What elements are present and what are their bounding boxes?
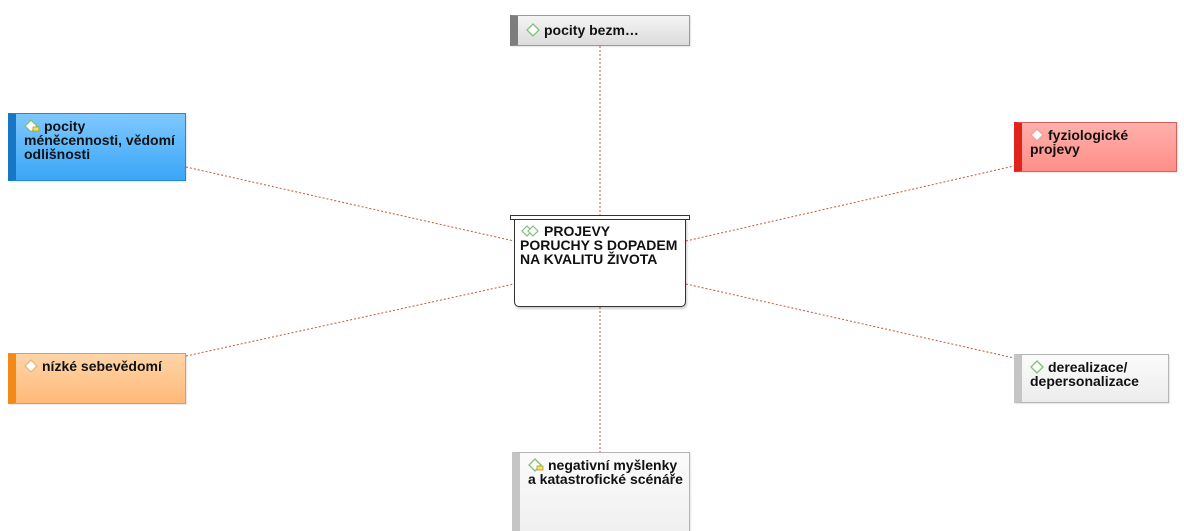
node-negativni-myslenky[interactable]: negativní myšlenky a katastrofické scéná… <box>512 452 690 531</box>
node-label: pocity méněcennosti, vědomí odlišnosti <box>24 118 175 162</box>
link-left <box>185 166 515 242</box>
center-node-label: PROJEVY PORUCHY S DOPADEM NA KVALITU ŽIV… <box>520 223 678 267</box>
node-derealizace[interactable]: derealizace/ depersonalizace <box>1014 354 1169 403</box>
node-label: nízké sebevědomí <box>42 358 162 374</box>
link-lower-left <box>185 283 515 357</box>
link-lower-right <box>685 283 1015 359</box>
center-node[interactable]: PROJEVY PORUCHY S DOPADEM NA KVALITU ŽIV… <box>514 219 686 307</box>
diamond-icon <box>526 23 540 37</box>
node-pocity-bezmoci[interactable]: pocity bezm… <box>510 15 690 46</box>
note-diamond-icon <box>24 119 40 133</box>
node-label: pocity bezm… <box>544 22 639 38</box>
link-right <box>685 165 1015 242</box>
node-fyziologicke-projevy[interactable]: fyziologické projevy <box>1014 122 1177 172</box>
node-pocity-menecennosti[interactable]: pocity méněcennosti, vědomí odlišnosti <box>8 113 186 181</box>
note-diamond-icon <box>528 458 544 472</box>
node-label: derealizace/ depersonalizace <box>1030 359 1139 389</box>
diamond-icon <box>1030 360 1044 374</box>
diamond-icon <box>24 359 38 373</box>
diamond-icon <box>1030 128 1044 142</box>
node-label: fyziologické projevy <box>1030 127 1129 157</box>
node-label: negativní myšlenky a katastrofické scéná… <box>528 457 683 487</box>
double-diamond-icon <box>520 224 540 238</box>
node-nizke-sebevedomi[interactable]: nízké sebevědomí <box>8 353 186 404</box>
